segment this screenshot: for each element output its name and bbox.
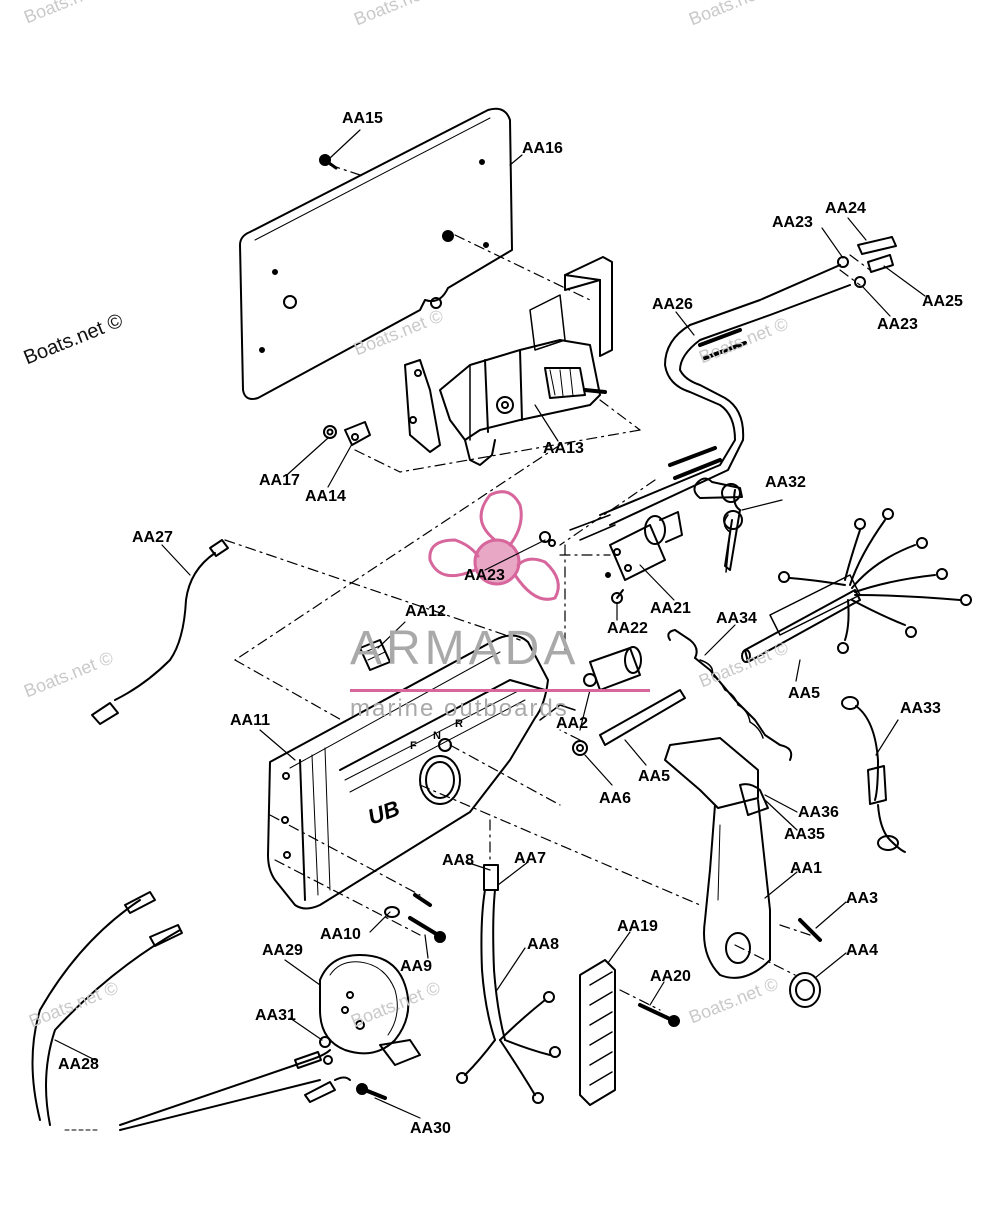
trim-gauge xyxy=(319,954,421,1066)
rod-aa5-center xyxy=(599,689,686,746)
part-label: AA10 xyxy=(320,926,361,943)
screw-aa30 xyxy=(356,1083,387,1100)
assembly-guide-lines xyxy=(224,164,871,1011)
propeller-icon xyxy=(428,490,560,601)
gauge-harness xyxy=(31,891,351,1131)
kill-switch-aa2 xyxy=(583,646,642,691)
part-label: AA24 xyxy=(825,200,866,217)
part-label: AA26 xyxy=(652,296,693,313)
brand-tagline: marine outboards xyxy=(350,695,569,722)
bracket-aa15 xyxy=(344,421,371,446)
part-label: AA19 xyxy=(617,918,658,935)
part-label: AA8 xyxy=(442,852,475,869)
shift-forward-label: F xyxy=(410,740,417,752)
lanyard-cord-aa27 xyxy=(91,539,229,725)
part-label: AA8 xyxy=(527,936,560,953)
part-label: AA9 xyxy=(400,958,433,975)
part-label: AA15 xyxy=(342,110,383,127)
part-label: AA12 xyxy=(405,603,446,620)
screw-aa3 xyxy=(798,918,822,942)
part-label: AA16 xyxy=(522,140,563,157)
washer-aa11 xyxy=(384,906,400,918)
cap-aa4 xyxy=(789,972,821,1008)
part-label: AA2 xyxy=(556,715,589,732)
part-label: AA5 xyxy=(788,685,821,702)
part-label: AA21 xyxy=(650,600,691,617)
control-mechanism xyxy=(404,256,613,466)
part-label: AA20 xyxy=(650,968,691,985)
part-label: AA5 xyxy=(638,768,671,785)
part-label: AA1 xyxy=(790,860,823,877)
part-label: AA11 xyxy=(230,712,271,729)
part-label: AA4 xyxy=(846,942,879,959)
part-label: AA29 xyxy=(262,942,303,959)
part-label: AA34 xyxy=(716,610,757,627)
trim-harness xyxy=(841,696,906,853)
nut-aa16 xyxy=(323,425,337,439)
part-label: AA13 xyxy=(543,440,584,457)
wire-harness xyxy=(769,508,972,654)
part-label: AA22 xyxy=(607,620,648,637)
screw-aa17 xyxy=(319,154,338,170)
shift-neutral-label: N xyxy=(433,730,441,742)
brand-rule xyxy=(350,689,650,692)
part-label: AA35 xyxy=(784,826,825,843)
control-lever xyxy=(664,737,771,979)
leader-lines xyxy=(54,129,926,1119)
terminal-block xyxy=(579,959,616,1106)
part-label: AA28 xyxy=(58,1056,99,1073)
screw-aa20 xyxy=(638,1003,680,1027)
part-label: AA6 xyxy=(599,790,632,807)
keys xyxy=(693,477,743,573)
part-label: AA36 xyxy=(798,804,839,821)
throttle-cables xyxy=(569,264,851,541)
safety-lanyard xyxy=(667,629,793,761)
brand-name: ARMADA xyxy=(350,622,580,675)
part-label: AA23 xyxy=(464,567,505,584)
part-label: AA23 xyxy=(877,316,918,333)
part-label: AA7 xyxy=(514,850,547,867)
part-label: AA33 xyxy=(900,700,941,717)
screw-aa10 xyxy=(408,916,446,943)
screw-aa9 xyxy=(413,893,432,907)
rod-aa5-right xyxy=(741,589,861,663)
part-label: AA23 xyxy=(772,214,813,231)
tilt-harness xyxy=(456,864,561,1104)
part-label: AA31 xyxy=(255,1007,296,1024)
part-label: AA30 xyxy=(410,1120,451,1137)
back-plate xyxy=(239,107,513,400)
part-label: AA32 xyxy=(765,474,806,491)
nut-aa6 xyxy=(572,740,588,756)
nut-aa31 xyxy=(319,1036,333,1065)
part-label: AA17 xyxy=(259,472,300,489)
control-housing xyxy=(267,634,576,910)
shift-reverse-label: R xyxy=(455,718,463,730)
part-label: AA27 xyxy=(132,529,173,546)
nut-aa22 xyxy=(611,589,624,604)
part-label: AA25 xyxy=(922,293,963,310)
part-label: AA3 xyxy=(846,890,879,907)
ignition-switch xyxy=(605,511,683,581)
armada-logo: ARMADA marine outboards xyxy=(350,622,660,722)
part-label: AA14 xyxy=(305,488,346,505)
